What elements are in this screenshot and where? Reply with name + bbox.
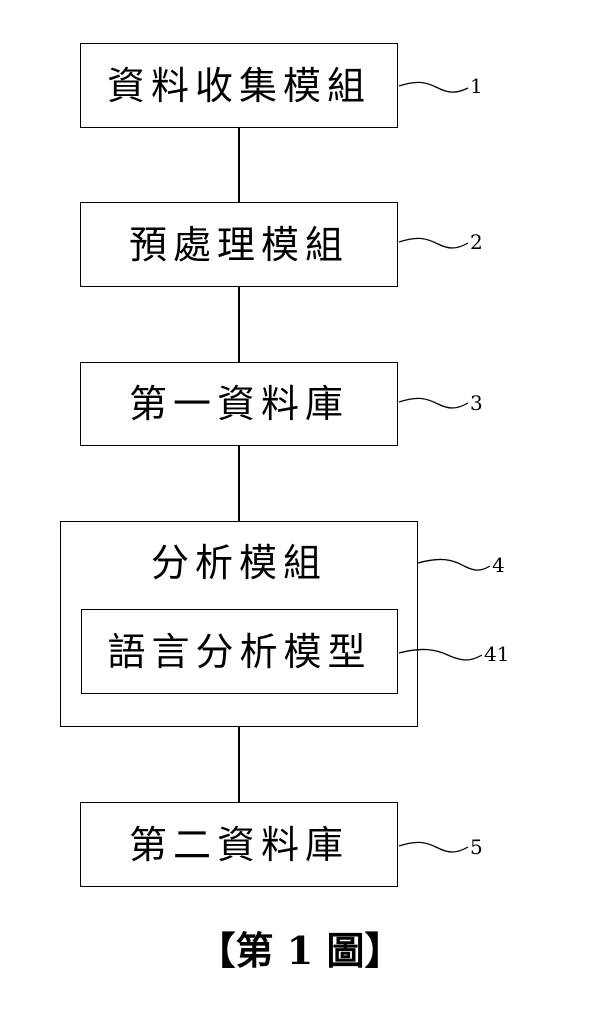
ref-number-4: 4 [492,553,505,577]
leader-line-4 [417,558,491,571]
leader-line-1 [398,81,469,93]
language-analysis-model-label: 語言分析模型 [107,629,372,674]
preprocessing-module-box: 預處理模組 [80,202,398,287]
connector-4-5 [238,727,240,802]
connector-1-2 [238,128,240,202]
figure-caption: 【第 1 圖】 [197,928,403,973]
ref-number-5: 5 [470,835,483,859]
second-database-box: 第二資料庫 [80,802,398,887]
connector-2-3 [238,287,240,362]
preprocessing-module-label: 預處理模組 [128,222,349,267]
analysis-module-label: 分析模組 [150,541,327,585]
connector-3-4 [238,446,240,521]
ref-number-41: 41 [484,642,510,666]
first-database-label: 第一資料庫 [128,382,349,426]
leader-line-5 [398,841,469,853]
leader-line-3 [398,397,469,409]
second-database-label: 第二資料庫 [128,822,349,867]
first-database-box: 第一資料庫 [80,362,398,446]
ref-number-1: 1 [470,74,483,98]
data-collection-module-box: 資料收集模組 [80,43,398,128]
language-analysis-model-box: 語言分析模型 [81,609,398,694]
ref-number-2: 2 [470,230,483,254]
ref-number-3: 3 [470,391,483,415]
leader-line-2 [398,237,469,249]
data-collection-module-label: 資料收集模組 [106,63,371,108]
